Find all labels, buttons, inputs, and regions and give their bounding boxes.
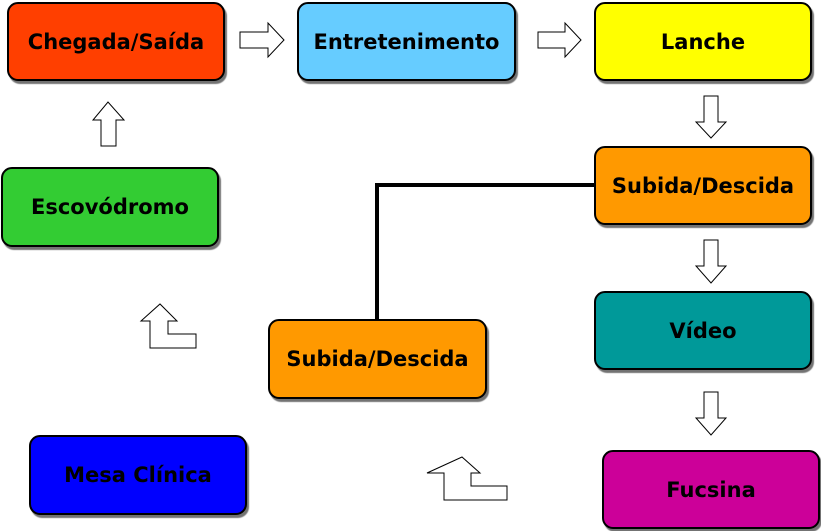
arrow-up-icon: [91, 101, 126, 147]
arrow-right-icon: [239, 21, 285, 59]
arrow-right-icon: [537, 21, 582, 59]
node-lanche: Lanche: [594, 2, 812, 81]
node-subida-descida-2: Subida/Descida: [268, 319, 487, 399]
node-video: Vídeo: [594, 291, 812, 370]
arrow-down-icon: [694, 95, 728, 139]
arrow-down-icon: [694, 239, 728, 284]
connector-line: [375, 183, 594, 320]
arrow-down-icon: [694, 391, 728, 436]
node-chegada-saida: Chegada/Saída: [7, 2, 225, 81]
bent-up-arrow-icon: [426, 456, 508, 501]
node-fucsina: Fucsina: [602, 450, 820, 529]
node-escovodromo: Escovódromo: [1, 167, 219, 247]
bent-up-arrow-icon: [139, 303, 197, 349]
node-entretenimento: Entretenimento: [297, 2, 516, 81]
node-mesa-clinica: Mesa Clínica: [29, 435, 247, 515]
node-subida-descida-1: Subida/Descida: [594, 146, 812, 225]
